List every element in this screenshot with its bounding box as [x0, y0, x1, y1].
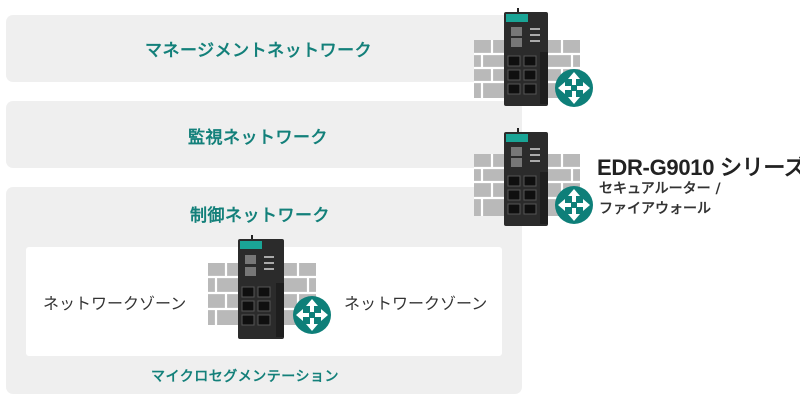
network-zone-left-label: ネットワークゾーン [43, 290, 186, 314]
product-subtitle-line2: ファイアウォール [599, 198, 711, 218]
management-network-label: マネージメントネットワーク [145, 36, 372, 61]
router-arrows-icon [293, 296, 331, 334]
router-device-icon [504, 128, 548, 226]
router-arrows-icon [555, 186, 593, 224]
monitoring-network-label: 監視ネットワーク [188, 123, 328, 148]
router-device-icon [238, 235, 284, 339]
router-arrows-icon [555, 69, 593, 107]
network-zone-right-label: ネットワークゾーン [344, 290, 487, 314]
product-subtitle-line1: セキュアルーター / [599, 178, 721, 198]
router-device-icon [504, 8, 548, 106]
edr-router-firewall-monitoring [474, 128, 598, 228]
edr-router-firewall-control [208, 235, 332, 335]
edr-router-firewall-management [474, 8, 598, 108]
micro-segmentation-label: マイクロセグメンテーション [151, 366, 339, 386]
control-network-label: 制御ネットワーク [190, 201, 330, 226]
